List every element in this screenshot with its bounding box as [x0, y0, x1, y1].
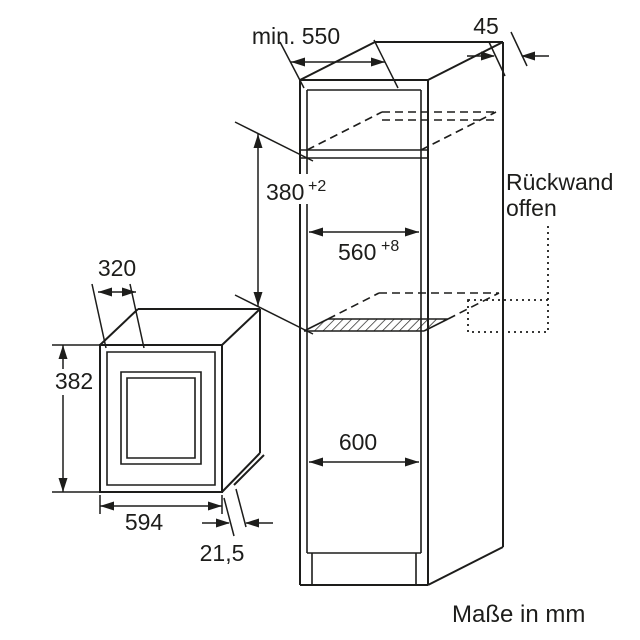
arrowhead	[291, 57, 305, 67]
dimension-label: 382	[55, 368, 93, 394]
extension-lines	[223, 488, 247, 537]
appliance-shelf-hatch	[304, 319, 448, 331]
extension-lines	[279, 39, 399, 89]
dimension-label: 600	[339, 429, 377, 455]
label-backplate	[50, 369, 98, 395]
dim-appliance-height: 382	[50, 344, 102, 493]
extension-lines	[52, 344, 102, 493]
dim-rear-gap: 45	[467, 13, 549, 77]
annotation-back-wall-open: Rückwand offen	[467, 169, 613, 333]
dim-door-protrusion: 21,5	[200, 488, 273, 566]
oven-body-edges	[99, 308, 265, 493]
dimension-label: 594	[125, 509, 164, 535]
oven-door-inner-frame	[106, 351, 216, 486]
arrowhead	[216, 518, 230, 528]
dimension-label: 21,5	[200, 540, 245, 566]
oven-door-outline	[99, 344, 223, 493]
arrowhead	[245, 518, 259, 528]
arrowhead	[371, 57, 385, 67]
extension-lines	[91, 283, 145, 349]
annotation-text-line1: Rückwand	[506, 169, 613, 195]
dim-cabinet-depth-min: min. 550	[252, 23, 399, 89]
arrowhead	[309, 457, 323, 467]
cabinet-inner-frame	[306, 89, 422, 585]
dimension-tolerance: +8	[381, 238, 399, 255]
cabinet	[299, 41, 504, 586]
dimension-label: 560	[338, 239, 376, 265]
dimension-label: 45	[473, 13, 499, 39]
arrowhead	[100, 501, 114, 511]
cabinet-outline	[299, 41, 504, 586]
arrowhead	[253, 134, 263, 148]
arrowhead	[98, 287, 112, 297]
back-wall-open-leader	[467, 226, 549, 333]
dimension-label: min. 550	[252, 23, 340, 49]
extension-lines	[99, 495, 223, 514]
appliance-shelf-hidden-lines	[327, 292, 500, 320]
dimension-tolerance: +2	[308, 178, 326, 195]
arrowhead	[122, 287, 136, 297]
appliance-shelf-outline	[303, 318, 449, 332]
arrowhead	[481, 51, 495, 61]
upper-shelf-front-edge	[300, 149, 428, 159]
dim-niche-width: 560 +8	[309, 227, 419, 265]
units-note: Maße in mm	[452, 601, 585, 628]
dim-appliance-depth: 320	[91, 255, 145, 349]
label-backplate	[262, 174, 334, 204]
dim-appliance-width: 594	[99, 495, 223, 535]
arrowhead	[58, 345, 68, 359]
arrowhead	[521, 51, 535, 61]
arrowhead	[253, 292, 263, 306]
arrowhead	[208, 501, 222, 511]
microwave-oven	[99, 308, 265, 493]
arrowhead	[405, 457, 419, 467]
dim-niche-height: 380 +2	[234, 121, 334, 335]
arrowhead	[309, 227, 323, 237]
extension-lines	[234, 121, 314, 335]
arrowhead	[405, 227, 419, 237]
arrowhead	[58, 478, 68, 492]
upper-shelf-hidden-lines	[306, 111, 497, 151]
dim-lower-cabinet-width: 600	[309, 429, 419, 467]
annotation-text-line2: offen	[506, 195, 557, 221]
extension-lines	[488, 31, 528, 77]
dimension-label: 380	[266, 179, 304, 205]
dimension-label: 320	[98, 255, 136, 281]
oven-door-window	[120, 371, 202, 465]
